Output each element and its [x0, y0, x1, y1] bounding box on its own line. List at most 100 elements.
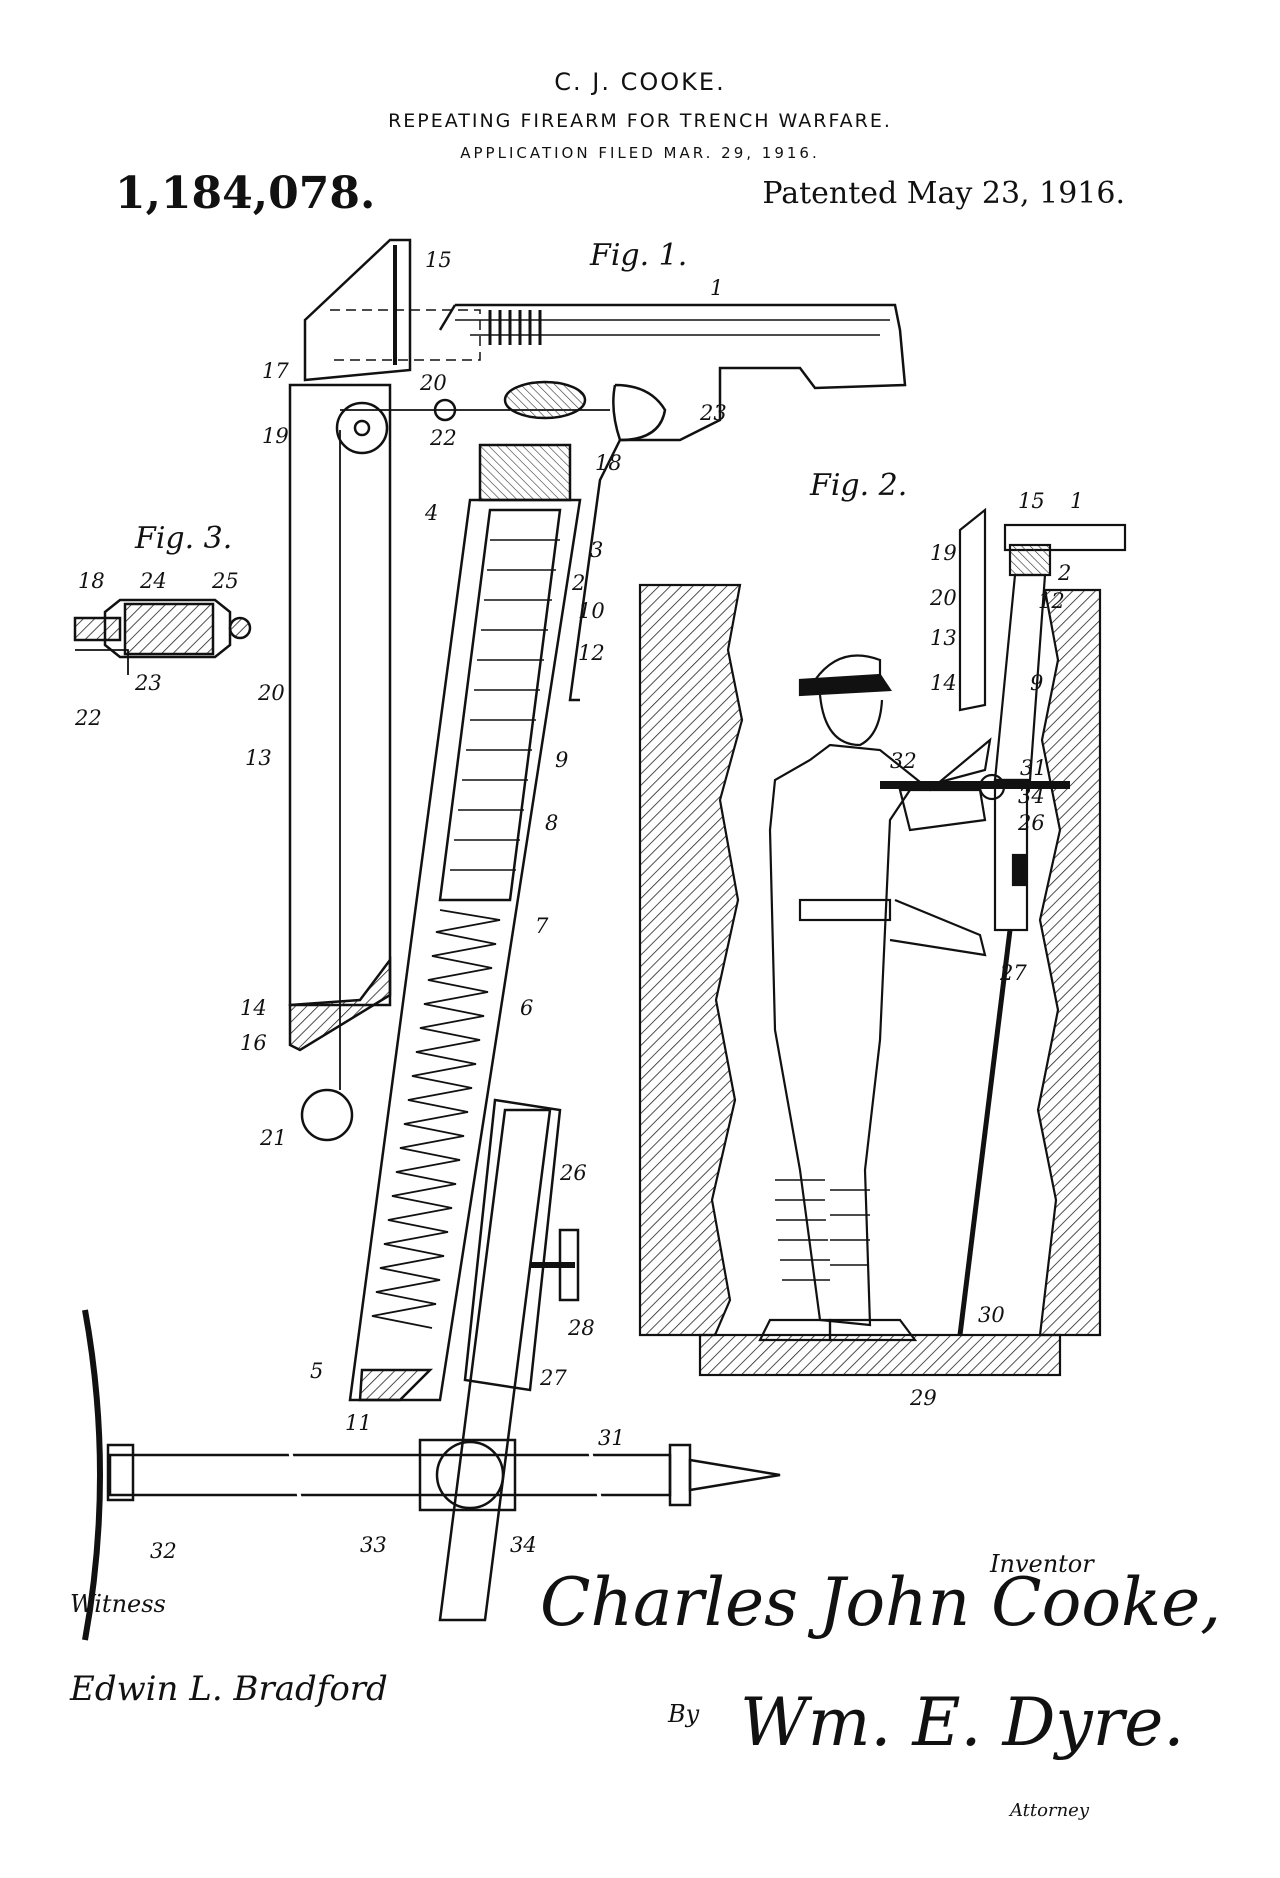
- reference-numeral-16: 16: [240, 1031, 267, 1055]
- reference-numeral-18: 18: [595, 451, 622, 475]
- support-rod: [438, 1108, 552, 1622]
- grip-magazine-head: [478, 443, 572, 502]
- fig2-clamp: [993, 778, 1029, 932]
- reference-numeral-26: 26: [1017, 811, 1045, 835]
- trench-floor: [698, 1333, 1062, 1377]
- pull-ring: [300, 1088, 354, 1142]
- fig2-rod: [957, 929, 1013, 1336]
- reference-numeral-26: 26: [559, 1161, 587, 1185]
- by-label: By: [668, 1700, 700, 1728]
- trench-left-wall: [638, 583, 744, 1337]
- collar: [418, 1438, 517, 1512]
- cartridges: [450, 539, 560, 871]
- reference-numeral-13: 13: [245, 746, 272, 770]
- figure-2: Fig. 2.: [638, 468, 1127, 1377]
- reference-numeral-13: 13: [930, 626, 957, 650]
- patent-date: Patented May 23, 1916.: [762, 176, 1125, 211]
- pistol-outline: [455, 303, 907, 702]
- reference-numeral-1: 1: [1070, 489, 1083, 513]
- pulley: [335, 401, 389, 455]
- reference-numeral-34: 34: [1018, 784, 1045, 808]
- reference-numeral-24: 24: [139, 569, 167, 593]
- reference-numeral-20: 20: [929, 586, 957, 610]
- reference-numeral-12: 12: [1038, 589, 1065, 613]
- attorney-signature: Wm. E. Dyre.: [740, 1684, 1184, 1761]
- reference-numeral-22: 22: [429, 426, 457, 450]
- reference-numeral-14: 14: [240, 996, 267, 1020]
- reference-numeral-20: 20: [257, 681, 285, 705]
- figure-1: Fig. 1.: [82, 238, 907, 1641]
- reference-numeral-23: 23: [699, 401, 727, 425]
- reference-numeral-31: 31: [1020, 756, 1047, 780]
- clamp-screw: [558, 1228, 580, 1302]
- reference-numeral-21: 21: [259, 1126, 287, 1150]
- inventor-header: C. J. COOKE.: [554, 68, 726, 96]
- patent-number: 1,184,078.: [115, 168, 376, 219]
- reference-numeral-4: 4: [424, 501, 438, 525]
- signatures: Edwin L. Bradford Charles John Cooke, Wm…: [69, 1564, 1221, 1761]
- periscope-mirror: [303, 238, 412, 382]
- crossbar-point: [688, 1458, 781, 1492]
- reference-numeral-8: 8: [545, 811, 558, 835]
- reference-numeral-18: 18: [78, 569, 105, 593]
- soldier: [758, 654, 992, 1342]
- reference-numeral-19: 19: [262, 424, 289, 448]
- reference-numeral-32: 32: [890, 749, 917, 773]
- trench-right-wall: [1036, 588, 1102, 1337]
- reference-numeral-19: 19: [930, 541, 957, 565]
- witness-signature: Edwin L. Bradford: [69, 1669, 388, 1709]
- reference-numeral-20: 20: [419, 371, 447, 395]
- reference-numeral-31: 31: [598, 1426, 625, 1450]
- crossbar: [108, 1453, 672, 1497]
- inventor-signature: Charles John Cooke,: [540, 1564, 1221, 1641]
- application-filed: APPLICATION FILED MAR. 29, 1916.: [460, 144, 820, 162]
- witness-label: Witness: [70, 1590, 166, 1618]
- reference-numeral-11: 11: [345, 1411, 372, 1435]
- reference-numeral-2: 2: [1057, 561, 1071, 585]
- reference-numeral-12: 12: [578, 641, 605, 665]
- reference-numeral-10: 10: [578, 599, 605, 623]
- magazine-tube: [348, 498, 582, 1402]
- patent-title: REPEATING FIREARM FOR TRENCH WARFARE.: [388, 110, 892, 132]
- reference-numeral-29: 29: [909, 1386, 937, 1410]
- reference-numeral-14: 14: [930, 671, 957, 695]
- reference-numeral-5: 5: [310, 1359, 323, 1383]
- inventor-label: Inventor: [990, 1550, 1094, 1578]
- magazine-spring: [371, 909, 501, 1329]
- reference-numeral-15: 15: [1018, 489, 1045, 513]
- shoulder-rest: [82, 1309, 103, 1641]
- reference-numeral-30: 30: [978, 1303, 1005, 1327]
- reference-numeral-22: 22: [74, 706, 102, 730]
- attorney-label: Attorney: [1010, 1800, 1090, 1821]
- fig1-label: Fig. 1.: [589, 238, 687, 273]
- fig2-magazine: [993, 573, 1047, 782]
- reference-numeral-3: 3: [590, 538, 603, 562]
- reference-numeral-23: 23: [134, 671, 162, 695]
- reference-numeral-33: 33: [360, 1533, 387, 1557]
- reference-numeral-28: 28: [567, 1316, 595, 1340]
- reference-numeral-25: 25: [211, 569, 239, 593]
- reference-numeral-34: 34: [510, 1533, 537, 1557]
- svg-text:Fig. 2.: Fig. 2.: [809, 468, 907, 503]
- fig2-numerals: 15 1 19 2 20 12 13 14 9 32 31 34 26 27 3…: [890, 489, 1083, 1410]
- trigger-guard: [612, 383, 667, 442]
- svg-text:Fig. 3.: Fig. 3.: [134, 521, 232, 556]
- figure-3: Fig. 3.: [73, 521, 252, 675]
- reference-numeral-6: 6: [520, 996, 533, 1020]
- reference-numeral-27: 27: [999, 961, 1027, 985]
- reference-numeral-1: 1: [710, 276, 723, 300]
- reference-numeral-27: 27: [539, 1366, 567, 1390]
- clamp: [463, 1098, 562, 1392]
- reference-numeral-15: 15: [425, 248, 452, 272]
- reference-numeral-17: 17: [262, 359, 289, 383]
- reference-numeral-7: 7: [535, 914, 549, 938]
- reference-numeral-9: 9: [1030, 671, 1043, 695]
- fig1-numerals: 1 15 17 20 19 22 23 18 4 3 2 10 12 20 13…: [150, 248, 727, 1563]
- fig3-numerals: 18 24 25 23 22: [74, 569, 239, 730]
- fig2-mirror: [958, 507, 987, 712]
- reference-numeral-9: 9: [555, 748, 568, 772]
- reference-numeral-2: 2: [571, 571, 585, 595]
- reference-numeral-32: 32: [150, 1539, 177, 1563]
